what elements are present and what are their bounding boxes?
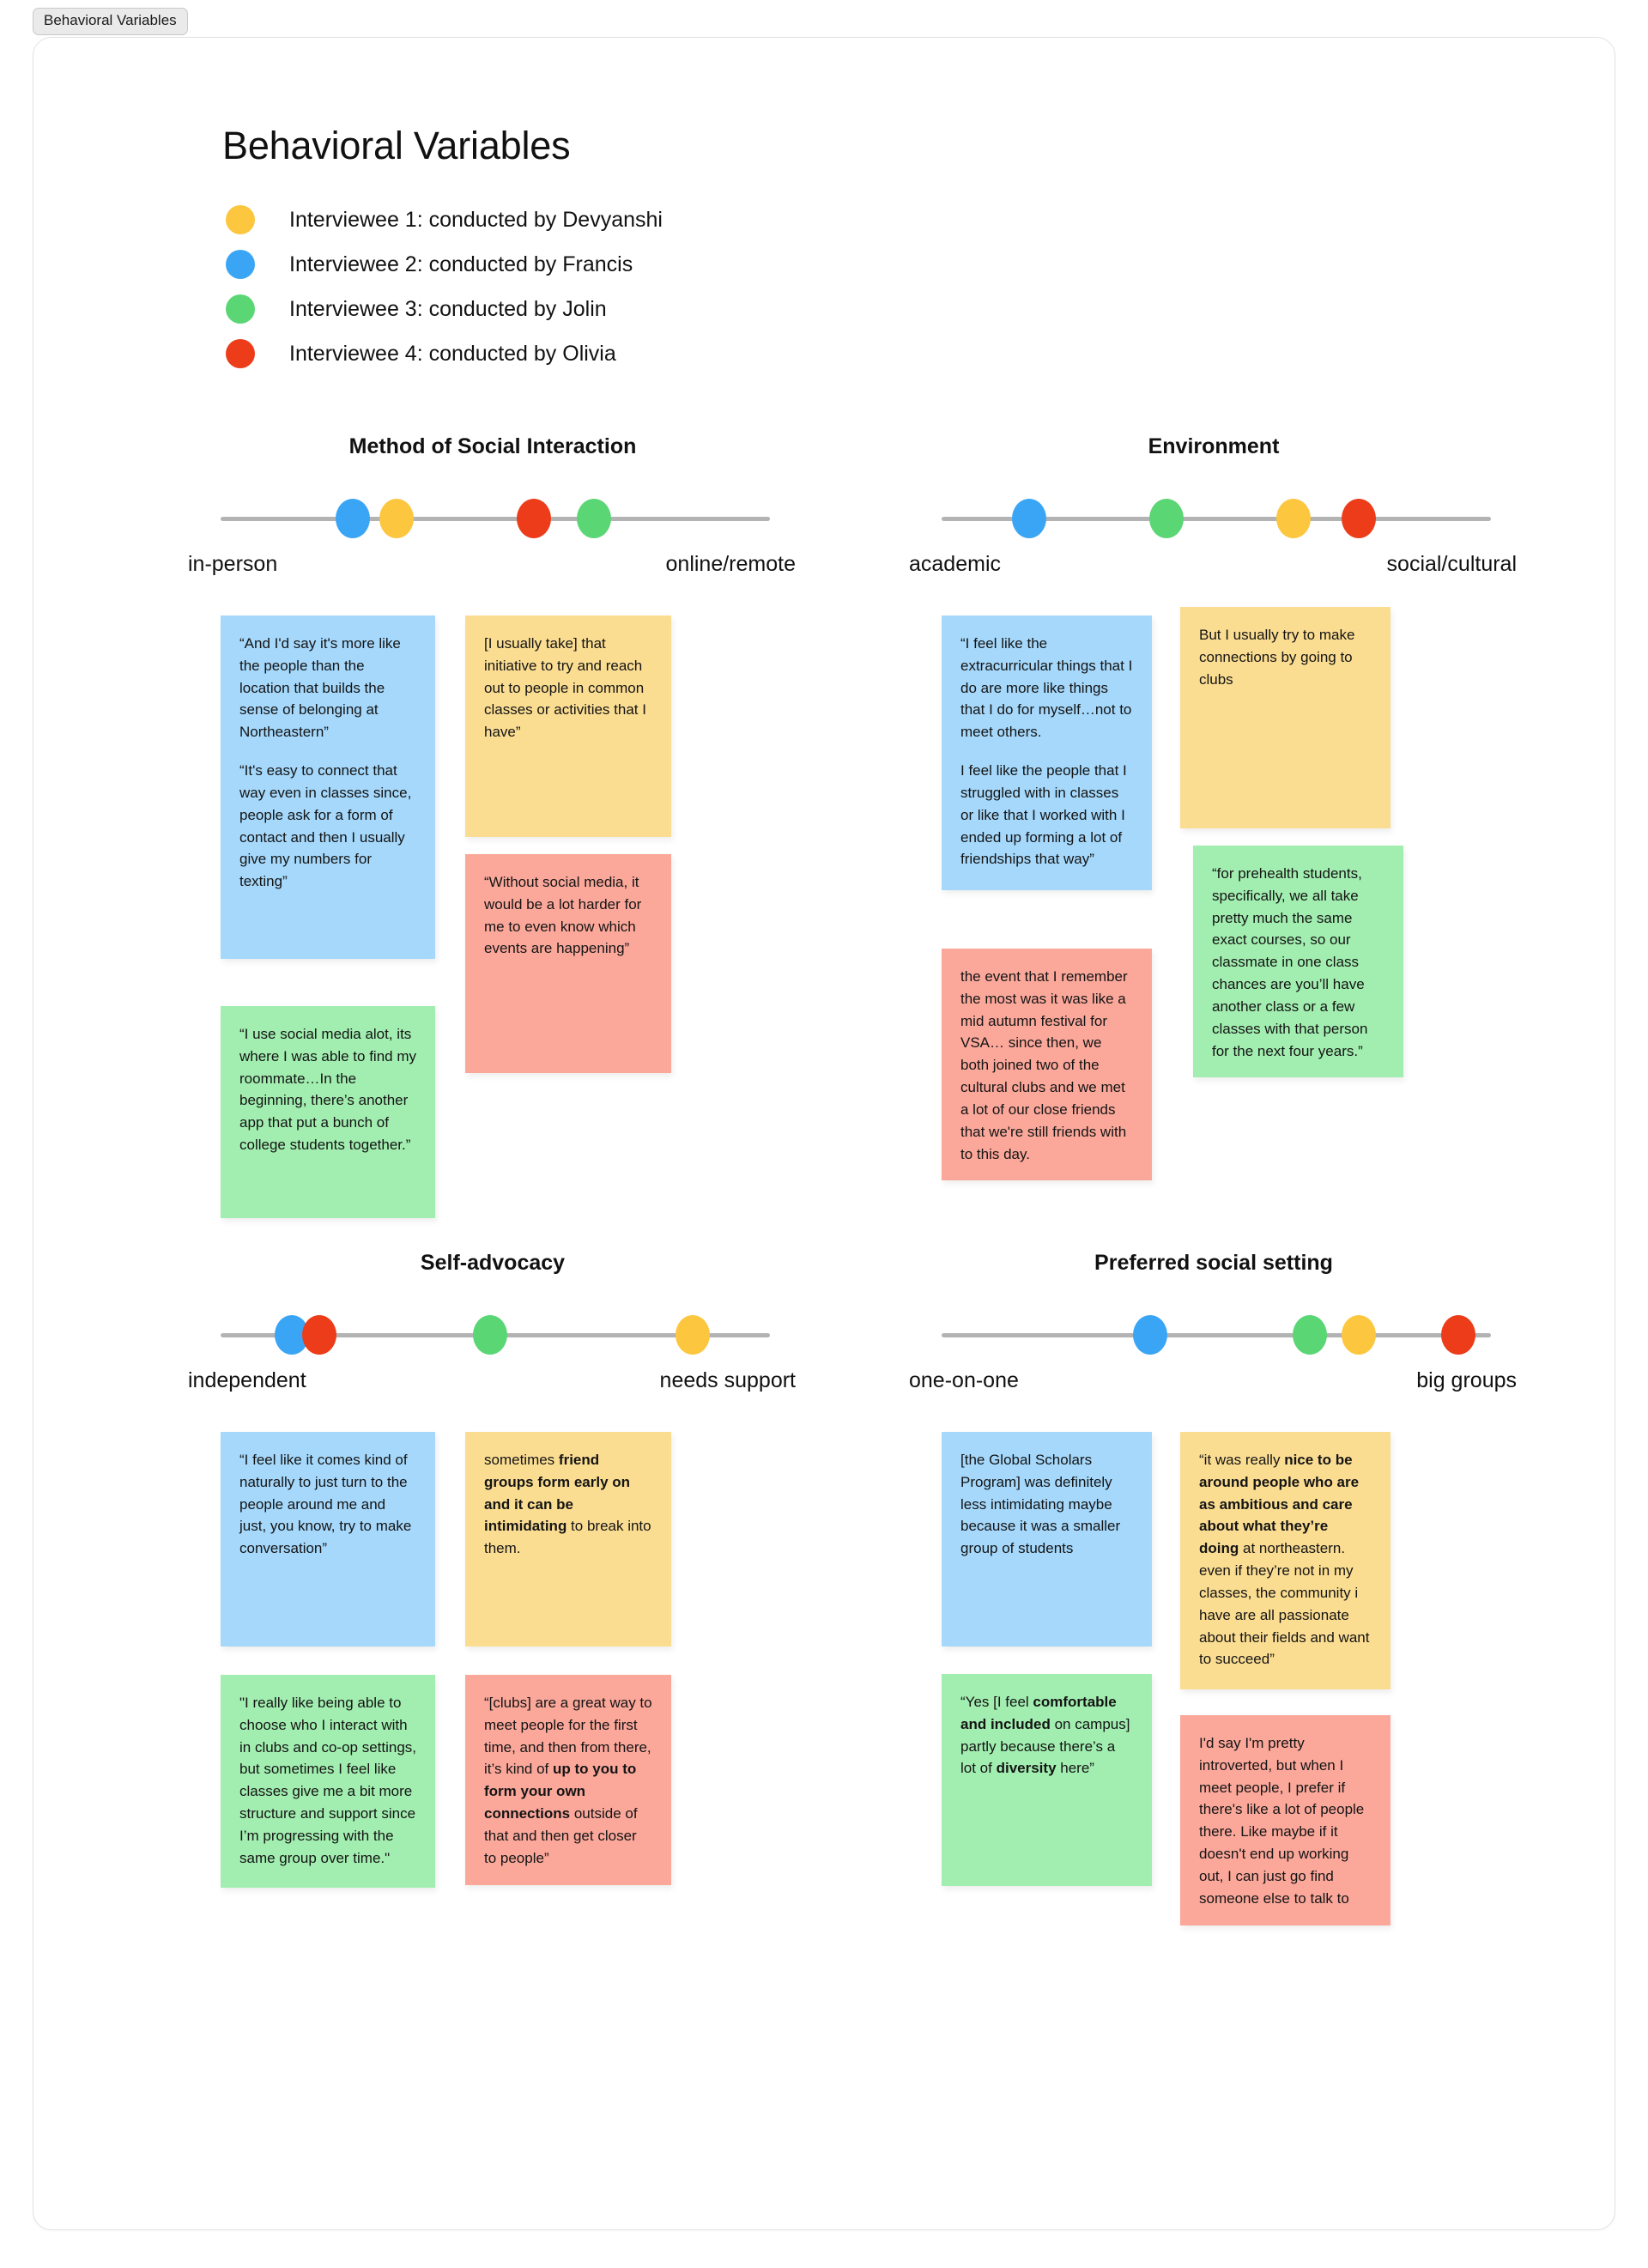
sticky-note-paragraph: [the Global Scholars Program] was defini… xyxy=(960,1452,1121,1557)
sticky-note-blue[interactable]: “I feel like the extracurricular things … xyxy=(942,616,1152,890)
scale-marker-interviewee-2[interactable] xyxy=(1133,1315,1168,1355)
sticky-note-paragraph: I'd say I'm pretty introverted, but when… xyxy=(1199,1735,1365,1907)
sticky-note-red[interactable]: the event that I remember the most was i… xyxy=(942,949,1152,1181)
sticky-note-paragraph: “I feel like the extracurricular things … xyxy=(960,635,1133,741)
sticky-note-paragraph: sometimes friend groups form early on an… xyxy=(484,1452,651,1557)
sticky-note-cluster: [the Global Scholars Program] was defini… xyxy=(942,1432,1560,1964)
legend-item-label: Interviewee 4: conducted by Olivia xyxy=(289,341,616,366)
scale-anchors: one-on-one big groups xyxy=(909,1368,1517,1403)
variable-scale xyxy=(942,499,1491,538)
sticky-note-paragraph: “for prehealth students, specifically, w… xyxy=(1212,865,1368,1059)
sticky-note-paragraph: the event that I remember the most was i… xyxy=(960,968,1128,1162)
sticky-note-paragraph: "I really like being able to choose who … xyxy=(239,1695,417,1866)
page-title: Behavioral Variables xyxy=(222,124,571,167)
scale-marker-interviewee-3[interactable] xyxy=(577,499,612,538)
scale-anchors: independent needs support xyxy=(188,1368,796,1403)
sticky-note-red[interactable]: I'd say I'm pretty introverted, but when… xyxy=(1180,1715,1390,1925)
sticky-note-green[interactable]: “Yes [I feel comfortable and included on… xyxy=(942,1674,1152,1886)
browser-tab-behavioral-variables[interactable]: Behavioral Variables xyxy=(33,8,188,35)
variable-method-of-social-interaction: Method of Social Interaction in-person onl… xyxy=(188,434,900,1251)
sticky-note-paragraph: “Yes [I feel comfortable and included on… xyxy=(960,1694,1130,1777)
scale-axis-line xyxy=(942,1333,1491,1337)
sticky-note-blue[interactable]: “And I'd say it's more like the people t… xyxy=(221,616,435,959)
scale-marker-interviewee-1[interactable] xyxy=(1275,499,1311,538)
scale-marker-interviewee-2[interactable] xyxy=(335,499,370,538)
sticky-note-paragraph: But I usually try to make connections by… xyxy=(1199,627,1355,688)
sticky-note-cluster: “And I'd say it's more like the people t… xyxy=(221,616,839,1251)
scale-marker-interviewee-2[interactable] xyxy=(1012,499,1047,538)
scale-marker-interviewee-3[interactable] xyxy=(1292,1315,1327,1355)
legend-dot-interviewee-1 xyxy=(226,205,255,234)
sticky-note-paragraph: “It's easy to connect that way even in c… xyxy=(239,762,412,890)
scale-marker-interviewee-1[interactable] xyxy=(1342,1315,1377,1355)
sticky-note-blue[interactable]: “I feel like it comes kind of naturally … xyxy=(221,1432,435,1646)
variable-environment: Environment academic social/cultural “I fee… xyxy=(909,434,1621,1251)
scale-marker-interviewee-4[interactable] xyxy=(1440,1315,1475,1355)
variable-title: Environment xyxy=(1148,434,1280,458)
legend-dot-interviewee-3 xyxy=(226,294,255,324)
scale-anchor-right: social/cultural xyxy=(1386,552,1517,576)
scale-axis-line xyxy=(942,517,1491,521)
sticky-note-paragraph: “And I'd say it's more like the people t… xyxy=(239,635,401,741)
sticky-note-paragraph: “[clubs] are a great way to meet people … xyxy=(484,1695,652,1866)
sticky-note-blue[interactable]: [the Global Scholars Program] was defini… xyxy=(942,1432,1152,1646)
legend-dot-interviewee-2 xyxy=(226,250,255,279)
sticky-note-red[interactable]: “[clubs] are a great way to meet people … xyxy=(465,1675,671,1885)
legend-item-label: Interviewee 1: conducted by Devyanshi xyxy=(289,207,663,232)
scale-anchor-left: independent xyxy=(188,1368,306,1392)
sticky-note-paragraph: “Without social media, it would be a lot… xyxy=(484,874,642,957)
legend-item: Interviewee 1: conducted by Devyanshi xyxy=(226,197,1493,242)
legend-item-label: Interviewee 2: conducted by Francis xyxy=(289,252,633,276)
scale-marker-interviewee-4[interactable] xyxy=(516,499,551,538)
scale-anchor-right: online/remote xyxy=(665,552,796,576)
variable-preferred-social-setting: Preferred social setting one-on-one big gr… xyxy=(909,1251,1621,1964)
sticky-note-cluster: “I feel like it comes kind of naturally … xyxy=(221,1432,839,1964)
sticky-note-paragraph: “I use social media alot, its where I wa… xyxy=(239,1026,416,1154)
variable-title: Self-advocacy xyxy=(420,1251,566,1275)
sticky-note-yellow[interactable]: “it was really nice to be around people … xyxy=(1180,1432,1390,1689)
sticky-note-paragraph: “I feel like it comes kind of naturally … xyxy=(239,1452,412,1557)
legend-item: Interviewee 3: conducted by Jolin xyxy=(226,287,1493,331)
scale-marker-interviewee-1[interactable] xyxy=(676,1315,711,1355)
variable-title: Preferred social setting xyxy=(1094,1251,1333,1275)
variable-title: Method of Social Interaction xyxy=(348,434,637,458)
variables-grid: Method of Social Interaction in-person onl… xyxy=(188,434,1517,1964)
variable-self-advocacy: Self-advocacy independent needs support “I … xyxy=(188,1251,900,1964)
sticky-note-paragraph: [I usually take] that initiative to try … xyxy=(484,635,646,741)
scale-marker-interviewee-3[interactable] xyxy=(1149,499,1184,538)
sticky-note-red[interactable]: “Without social media, it would be a lot… xyxy=(465,854,671,1073)
legend-dot-interviewee-4 xyxy=(226,339,255,368)
scale-anchor-right: big groups xyxy=(1416,1368,1517,1392)
variable-scale xyxy=(221,1315,770,1355)
sticky-note-yellow[interactable]: But I usually try to make connections by… xyxy=(1180,607,1390,828)
sticky-note-cluster: “I feel like the extracurricular things … xyxy=(942,607,1560,1251)
sticky-note-green[interactable]: “I use social media alot, its where I wa… xyxy=(221,1006,435,1218)
legend-item: Interviewee 2: conducted by Francis xyxy=(226,242,1493,287)
scale-anchor-left: in-person xyxy=(188,552,278,576)
scale-marker-interviewee-4[interactable] xyxy=(1342,499,1377,538)
scale-marker-interviewee-4[interactable] xyxy=(302,1315,337,1355)
scale-marker-interviewee-3[interactable] xyxy=(472,1315,507,1355)
variable-scale xyxy=(221,499,770,538)
legend-item-label: Interviewee 3: conducted by Jolin xyxy=(289,296,607,321)
legend-item: Interviewee 4: conducted by Olivia xyxy=(226,331,1493,376)
scale-anchors: in-person online/remote xyxy=(188,552,796,586)
board-canvas: Behavioral Variables Interviewee 1: cond… xyxy=(33,37,1615,2230)
scale-anchor-left: academic xyxy=(909,552,1001,576)
sticky-note-yellow[interactable]: [I usually take] that initiative to try … xyxy=(465,616,671,837)
sticky-note-green[interactable]: “for prehealth students, specifically, w… xyxy=(1193,846,1403,1078)
board-content: Behavioral Variables Interviewee 1: cond… xyxy=(188,124,1517,1964)
sticky-note-paragraph: “it was really nice to be around people … xyxy=(1199,1452,1370,1668)
scale-axis-line xyxy=(221,517,770,521)
scale-anchor-left: one-on-one xyxy=(909,1368,1019,1392)
scale-marker-interviewee-1[interactable] xyxy=(379,499,414,538)
scale-anchors: academic social/cultural xyxy=(909,552,1517,586)
scale-anchor-right: needs support xyxy=(659,1368,796,1392)
sticky-note-paragraph: I feel like the people that I struggled … xyxy=(960,762,1127,868)
sticky-note-yellow[interactable]: sometimes friend groups form early on an… xyxy=(465,1432,671,1646)
sticky-note-green[interactable]: "I really like being able to choose who … xyxy=(221,1675,435,1888)
variable-scale xyxy=(942,1315,1491,1355)
